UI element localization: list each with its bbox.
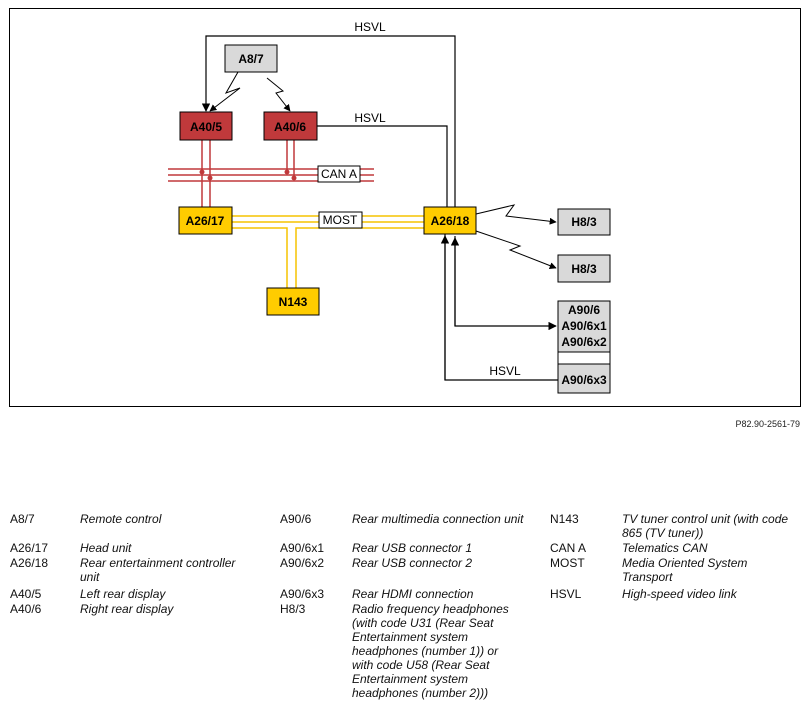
diagram-frame <box>9 8 801 407</box>
node-h8-3-top: H8/3 <box>557 208 611 236</box>
svg-text:A8/7: A8/7 <box>238 52 264 66</box>
svg-text:A26/18: A26/18 <box>431 214 470 228</box>
node-a90-6: A90/6 A90/6x1 A90/6x2 A90/6x3 <box>557 300 611 394</box>
most-label-box <box>318 211 363 229</box>
legend-desc: Media Oriented System Transport <box>622 556 748 584</box>
wireless-links <box>209 71 557 269</box>
legend-code: CAN A <box>550 541 587 555</box>
svg-text:A90/6: A90/6 <box>568 303 600 317</box>
legend-desc: Rear HDMI connection <box>352 587 474 601</box>
node-a40-5: A40/5 <box>179 111 233 141</box>
legend-desc: Right rear display <box>80 602 174 616</box>
svg-text:H8/3: H8/3 <box>571 262 597 276</box>
node-a40-6: A40/6 <box>263 111 318 141</box>
hsvl-label-top: HSVL <box>354 20 386 34</box>
legend-desc: Rear multimedia connection unit <box>352 512 524 526</box>
legend: A8/7 Remote control A26/17 Head unit A26… <box>10 512 805 707</box>
node-a26-17: A26/17 <box>178 206 233 235</box>
legend-desc: Telematics CAN <box>622 541 708 555</box>
legend-code: MOST <box>550 556 585 570</box>
svg-text:N143: N143 <box>279 295 308 309</box>
node-a26-18: A26/18 <box>423 206 477 235</box>
most-label: MOST <box>323 213 358 227</box>
svg-text:A90/6x1: A90/6x1 <box>561 319 607 333</box>
legend-code: H8/3 <box>280 602 306 616</box>
can-a-junctions <box>199 169 297 181</box>
legend-code: A90/6x1 <box>280 541 325 555</box>
legend-desc: Rear entertainment controller unit <box>80 556 236 584</box>
svg-text:A40/6: A40/6 <box>274 120 306 134</box>
svg-text:A90/6x2: A90/6x2 <box>561 335 607 349</box>
legend-desc: Rear USB connector 1 <box>352 541 473 555</box>
legend-code: A40/5 <box>10 587 42 601</box>
figure-reference: P82.90-2561-79 <box>735 419 800 429</box>
svg-text:A26/17: A26/17 <box>186 214 225 228</box>
network-diagram: CAN A MOST HSVL HSVL HSVL A8/7 A40/5 A40… <box>9 8 801 407</box>
hsvl-label-mid: HSVL <box>354 111 386 125</box>
legend-code: A26/17 <box>10 541 49 555</box>
legend-desc: Left rear display <box>80 587 166 601</box>
can-a-label-box <box>317 165 361 183</box>
legend-code: N143 <box>550 512 579 526</box>
hsvl-label-bottom: HSVL <box>489 364 521 378</box>
legend-code: A90/6x2 <box>280 556 325 570</box>
legend-desc: High-speed video link <box>622 587 737 601</box>
legend-desc: Rear USB connector 2 <box>352 556 473 570</box>
legend-desc: TV tuner control unit (with code 865 (TV… <box>622 512 789 540</box>
legend-desc: Head unit <box>80 541 132 555</box>
svg-text:A40/5: A40/5 <box>190 120 222 134</box>
legend-desc: Remote control <box>80 512 162 526</box>
node-h8-3-bottom: H8/3 <box>557 254 611 283</box>
legend-code: A90/6x3 <box>280 587 325 601</box>
hsvl-lines <box>201 35 558 381</box>
can-a-label: CAN A <box>321 167 357 181</box>
legend-desc: Radio frequency headphones (with code U3… <box>352 602 509 700</box>
svg-text:H8/3: H8/3 <box>571 215 597 229</box>
legend-code: A8/7 <box>10 512 35 526</box>
node-a8-7: A8/7 <box>224 44 278 73</box>
legend-code: A26/18 <box>10 556 49 570</box>
svg-text:A90/6x3: A90/6x3 <box>561 373 607 387</box>
legend-code: A90/6 <box>280 512 312 526</box>
legend-code: A40/6 <box>10 602 42 616</box>
legend-code: HSVL <box>550 587 582 601</box>
node-n143: N143 <box>266 287 320 316</box>
